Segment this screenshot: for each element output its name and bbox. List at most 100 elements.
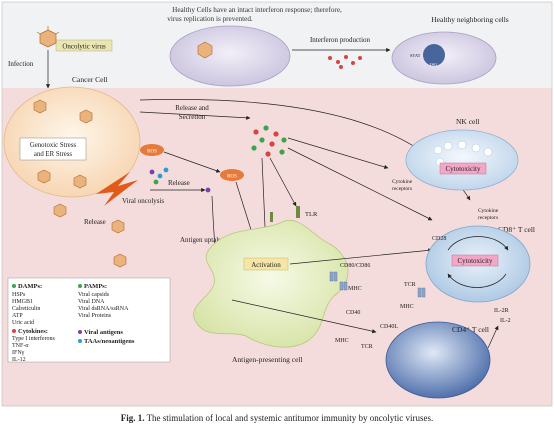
healthy-cell — [169, 25, 291, 87]
figure-border — [1, 1, 553, 407]
healthy-neighboring-label: Healthy neighboring cells — [431, 15, 509, 24]
mhc-c-label: MHC — [335, 338, 349, 344]
ros-a — [140, 144, 164, 156]
arrow-release-secretion — [139, 111, 251, 120]
oncolytic-virus-label-box — [55, 39, 113, 52]
cd80-cd86-label: CD80/CD86 — [340, 263, 370, 269]
tlr-receptor-icon — [296, 206, 300, 218]
legend-pamps-3: Viral Proteins — [78, 313, 112, 319]
antigen-uptake-label: Antigen uptake — [180, 236, 223, 244]
cd8-cytotoxicity-label: Cytotoxicity — [458, 257, 494, 265]
legend-cytokines-1: TNF-α — [12, 343, 29, 349]
genotoxic-stress-box — [19, 137, 87, 161]
nk-cytotoxicity-label: Cytotoxicity — [446, 165, 482, 173]
cd4-t-cell-label: CD4⁺ T cell — [452, 325, 489, 334]
il2-label: IL-2 — [500, 318, 511, 324]
legend-viral-antigens: Viral antigens — [84, 329, 123, 336]
receptor-pairs — [329, 271, 426, 298]
mhc-a-label: MHC — [348, 286, 362, 292]
il2r-label: IL-2R — [494, 308, 509, 314]
legend: DAMPs: HSPs HMGB1 Calreticulin ATP Uric … — [12, 283, 135, 363]
cd8-cytotoxicity-box — [451, 254, 499, 267]
viruses-in-cancer-cell — [33, 99, 93, 189]
virus-icon-healthy — [197, 41, 213, 59]
legend-cytokines-2: IFNγ — [12, 350, 25, 356]
arrow-activation-to-t — [289, 248, 433, 265]
activation-label: Activation — [251, 261, 281, 269]
ros-b — [220, 169, 244, 181]
legend-taas: TAAs/neoantigens — [84, 338, 135, 345]
legend-pamps-0: Viral capsids — [78, 292, 110, 298]
oncolysis-antigen-cluster — [149, 167, 211, 193]
cd28-label: CD28 — [432, 236, 446, 242]
interferon-production-label: Interferon production — [310, 36, 371, 44]
viral-oncolysis-label: Viral oncolysis — [122, 197, 164, 205]
oncolysis-burst-icon — [96, 172, 138, 206]
stat-label: STAT — [410, 53, 421, 58]
cancer-cell-label: Cancer Cell — [72, 75, 108, 84]
legend-cytokines-0: Type I interferons — [12, 335, 56, 342]
caption-label: Fig. 1. — [120, 413, 145, 423]
oncolytic-virus-label: Oncolytic virus — [62, 43, 106, 51]
nk-cytotoxicity-box — [439, 162, 487, 175]
cd40-label: CD40 — [346, 310, 360, 316]
nk-cell-label: NK cell — [456, 117, 480, 126]
neighbor-nucleus — [423, 44, 445, 66]
legend-damps-4: Uric acid — [12, 320, 34, 326]
cd40l-label: CD40L — [380, 324, 398, 330]
cd8-cycle-arrows-2 — [447, 273, 507, 288]
arrow-to-tcell — [287, 147, 433, 221]
nk-cell — [405, 129, 519, 191]
antigen-presenting-cell — [193, 219, 349, 348]
legend-pamps-title: PAMPs: — [84, 283, 107, 290]
legend-damps-3: ATP — [12, 313, 23, 319]
top-note-line2: virus replication is prevented. — [167, 15, 253, 23]
cytokine-receptors-t-line1: Cytokine — [478, 208, 499, 214]
figure-caption: Fig. 1. The stimulation of local and sys… — [0, 413, 554, 423]
arrow-il2 — [487, 325, 499, 349]
legend-box — [7, 277, 171, 363]
legend-damps-0: HSPs — [12, 292, 26, 298]
legend-pamps-2: Viral dsRNA/ssRNA — [78, 306, 129, 312]
legend-cytokines-3: IL-12 — [12, 357, 26, 363]
legend-damps-2: Calreticulin — [12, 306, 40, 312]
virus-icon-top — [36, 26, 60, 48]
cd4-t-cell — [385, 321, 491, 399]
release-mid-label: Release — [168, 179, 190, 187]
tlr-label: TLR — [305, 211, 318, 218]
activation-box — [243, 257, 289, 271]
arrow-ros-a — [163, 151, 221, 173]
tlr-receptor-icon-2 — [270, 212, 273, 222]
legend-damps-title: DAMPs: — [18, 283, 42, 290]
secreted-factor-cluster — [251, 125, 287, 157]
nk-granules — [433, 140, 493, 167]
cd8-cycle-arrows — [447, 236, 509, 251]
legend-cytokines-title: Cytokines: — [18, 328, 48, 335]
legend-damps-1: HMGB1 — [12, 299, 33, 305]
infection-label: Infection — [8, 60, 34, 68]
release-left-label: Release — [84, 218, 106, 226]
genotoxic-stress-line1: Genotoxic Stress — [30, 142, 77, 149]
arrow-to-nk — [287, 137, 389, 169]
release-secretion-line1: Release and — [175, 104, 209, 112]
nk-cytokine-receptors-line2: receptors — [392, 186, 412, 192]
apc-label: Antigen-presenting cell — [232, 355, 303, 364]
legend-pamps-1: Viral DNA — [78, 299, 105, 305]
cd8-t-cell-label: CD8⁺ T cell — [498, 225, 535, 234]
mhc-b-label: MHC — [400, 304, 414, 310]
top-note-line1: Healthy Cells have an intact interferon … — [172, 6, 342, 14]
cytokine-receptors-t-line2: receptors — [478, 215, 498, 221]
nk-cytokine-receptors-line1: Cytokine — [392, 179, 413, 185]
isg-label: ISG — [430, 62, 438, 67]
viruses-released-left — [53, 203, 127, 268]
genotoxic-stress-line2: and ER Stress — [34, 151, 72, 158]
caption-text: The stimulation of local and systemic an… — [146, 413, 434, 423]
ros-a-label: ROS — [147, 150, 157, 155]
arrow-to-tlr — [269, 157, 297, 207]
interferon-dots — [328, 55, 362, 69]
tcr-b-label: TCR — [361, 344, 373, 350]
tcr-a-label: TCR — [404, 282, 416, 288]
ros-b-label: ROS — [227, 175, 237, 180]
release-secretion-line2: Secretion — [179, 113, 206, 121]
